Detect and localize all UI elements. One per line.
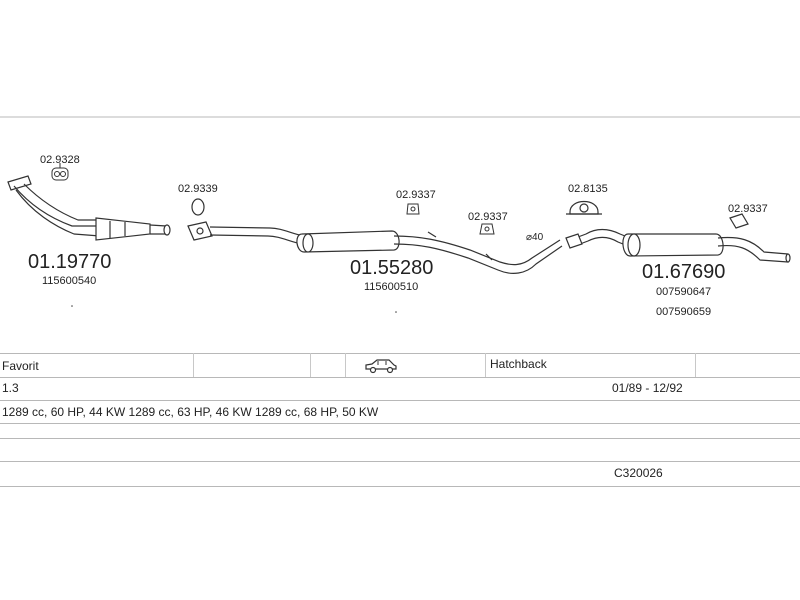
- table-divider: [193, 353, 194, 377]
- table-rule: [0, 423, 800, 424]
- front-pipe-part[interactable]: [7, 175, 171, 241]
- body-type-cell: Hatchback: [490, 357, 547, 371]
- hanger-1-part[interactable]: [406, 203, 420, 215]
- hanger-1-label: 02.9337: [396, 189, 436, 201]
- gasket-front-label: 02.9328: [40, 154, 80, 166]
- hanger-3-label: 02.9337: [728, 203, 768, 215]
- table-rule: [0, 438, 800, 439]
- clamp-label: 02.8135: [568, 183, 608, 195]
- table-divider: [345, 353, 346, 377]
- table-top-rule: [0, 353, 800, 354]
- table-rule: [0, 461, 800, 462]
- clamp-size-label: ⌀40: [526, 232, 544, 243]
- part-number-1: 01.19770: [28, 251, 111, 273]
- oem-number-2: 115600510: [364, 281, 418, 293]
- table-bottom-rule: [0, 486, 800, 487]
- clamp-part[interactable]: [566, 200, 602, 215]
- gasket-ring-part[interactable]: [191, 198, 205, 216]
- oem-number-3b: 007590659: [656, 306, 711, 318]
- years-cell: 01/89 - 12/92: [612, 381, 683, 395]
- model-cell: Favorit: [2, 359, 39, 373]
- code-cell: C320026: [614, 466, 663, 480]
- table-divider: [695, 353, 696, 377]
- gasket-mid-label: 02.9339: [178, 183, 218, 195]
- table-rule: [0, 400, 800, 401]
- hanger-2-label: 02.9337: [468, 211, 508, 223]
- oem-number-3a: 007590647: [656, 286, 711, 298]
- middle-silencer-part[interactable]: [187, 221, 563, 274]
- hanger-2-part[interactable]: [479, 223, 495, 235]
- part-number-3: 01.67690: [642, 261, 725, 283]
- variants-cell: 1289 cc, 60 HP, 44 KW 1289 cc, 63 HP, 46…: [2, 405, 379, 419]
- gasket-front-part[interactable]: [51, 163, 69, 181]
- rear-silencer-part[interactable]: [565, 213, 791, 263]
- car-hatchback-icon: [365, 359, 397, 374]
- table-divider: [485, 353, 486, 377]
- part-number-2: 01.55280: [350, 257, 433, 279]
- table-divider: [310, 353, 311, 377]
- oem-number-1: 115600540: [42, 275, 96, 287]
- table-rule: [0, 377, 800, 378]
- engine-cell: 1.3: [2, 381, 19, 395]
